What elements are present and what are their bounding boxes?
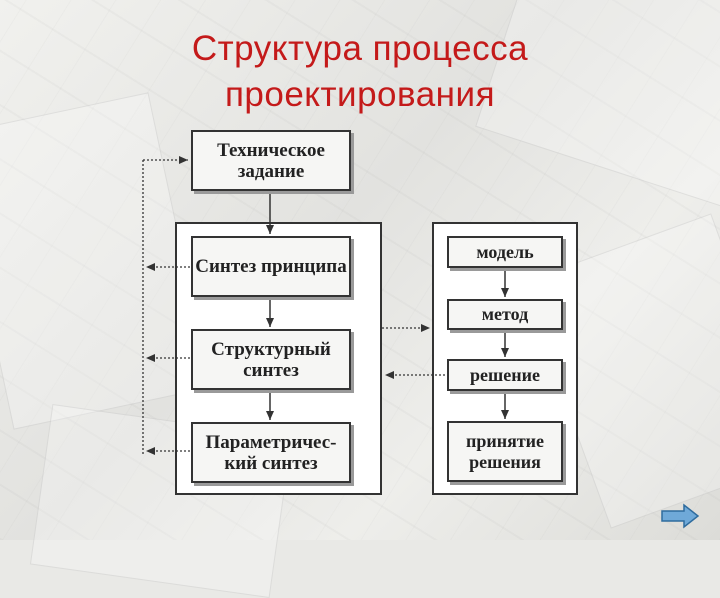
next-slide-button[interactable] xyxy=(660,503,700,529)
structural-synthesis-box: Структурный синтез xyxy=(191,329,351,390)
model-box: модель xyxy=(447,236,563,268)
diagram-connectors xyxy=(142,156,509,455)
principle-synthesis-box: Синтез принципа xyxy=(191,236,351,297)
method-box: метод xyxy=(447,299,563,330)
solution-box: решение xyxy=(447,359,563,391)
slide-title: Структура процесса проектирования xyxy=(0,26,720,118)
decision-box: принятие решения xyxy=(447,421,563,482)
parametric-synthesis-box: Параметричес-кий синтез xyxy=(191,422,351,483)
technical-task-box: Техническое задание xyxy=(191,130,351,191)
slide-title-line-2: проектирования xyxy=(224,75,496,114)
right-arrow-icon xyxy=(661,503,700,529)
slide-title-line-1: Структура процесса xyxy=(191,29,529,68)
design-process-diagram: Техническое задание Синтез принципа Стру… xyxy=(142,130,578,495)
